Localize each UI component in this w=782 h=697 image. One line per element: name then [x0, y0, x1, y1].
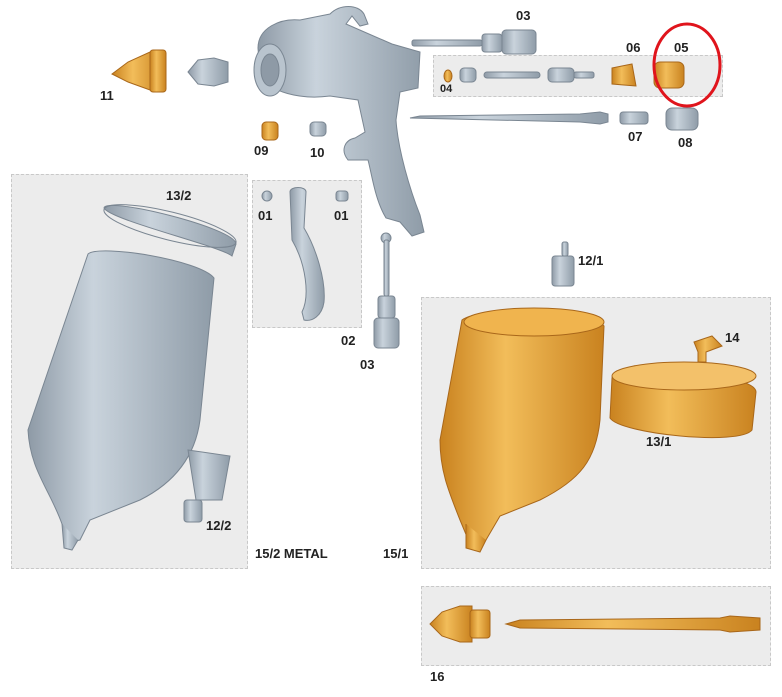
- label-03-top: 03: [516, 8, 531, 23]
- label-13-2: 13/2: [166, 188, 192, 203]
- plastic-cup-15-1: [439, 307, 605, 553]
- label-02: 02: [341, 333, 356, 348]
- label-10: 10: [310, 145, 325, 160]
- needle-07: [409, 111, 649, 125]
- label-01-right: 01: [334, 208, 349, 223]
- label-06: 06: [626, 40, 641, 55]
- label-07: 07: [628, 129, 643, 144]
- part-10: [309, 121, 327, 137]
- needle-part-04: [443, 69, 453, 83]
- fluid-adjuster-03-top: [411, 29, 537, 55]
- trigger-02: [289, 187, 325, 321]
- plastic-cup-lid-13-1: [609, 361, 757, 439]
- highlight-circle: [652, 22, 722, 108]
- air-cap-11: [111, 49, 167, 93]
- label-16: 16: [430, 669, 445, 684]
- fluid-nozzle: [187, 57, 229, 87]
- part-09: [261, 121, 279, 141]
- label-15-1: 15/1: [383, 546, 409, 561]
- label-12-1: 12/1: [578, 253, 604, 268]
- label-05: 05: [674, 40, 689, 55]
- label-04: 04: [440, 83, 453, 95]
- label-11: 11: [100, 88, 114, 103]
- trigger-screw-right: [335, 190, 349, 202]
- label-08: 08: [678, 135, 693, 150]
- needle-part-06: [611, 63, 637, 87]
- needle-16: [504, 615, 761, 633]
- fluid-adjuster-03-bottom: [373, 232, 400, 349]
- trigger-screw-left: [261, 190, 273, 202]
- metal-cup-lid-13-2: [103, 204, 237, 257]
- spray-gun-body: [253, 6, 425, 237]
- needle-spacer: [459, 67, 595, 83]
- metal-cup-15-2: [27, 250, 215, 551]
- label-15-2: 15/2 METAL: [255, 546, 328, 561]
- label-09: 09: [254, 143, 269, 158]
- needle-cap-08: [665, 107, 699, 131]
- plug-14: [693, 335, 723, 363]
- label-03-bottom: 03: [360, 357, 375, 372]
- label-14: 14: [725, 330, 740, 345]
- label-13-1: 13/1: [646, 434, 672, 449]
- filter-12-1: [551, 241, 575, 287]
- filter-12-2: [183, 449, 231, 523]
- nozzle-16: [429, 605, 491, 643]
- label-01-left: 01: [258, 208, 273, 223]
- label-12-2: 12/2: [206, 518, 232, 533]
